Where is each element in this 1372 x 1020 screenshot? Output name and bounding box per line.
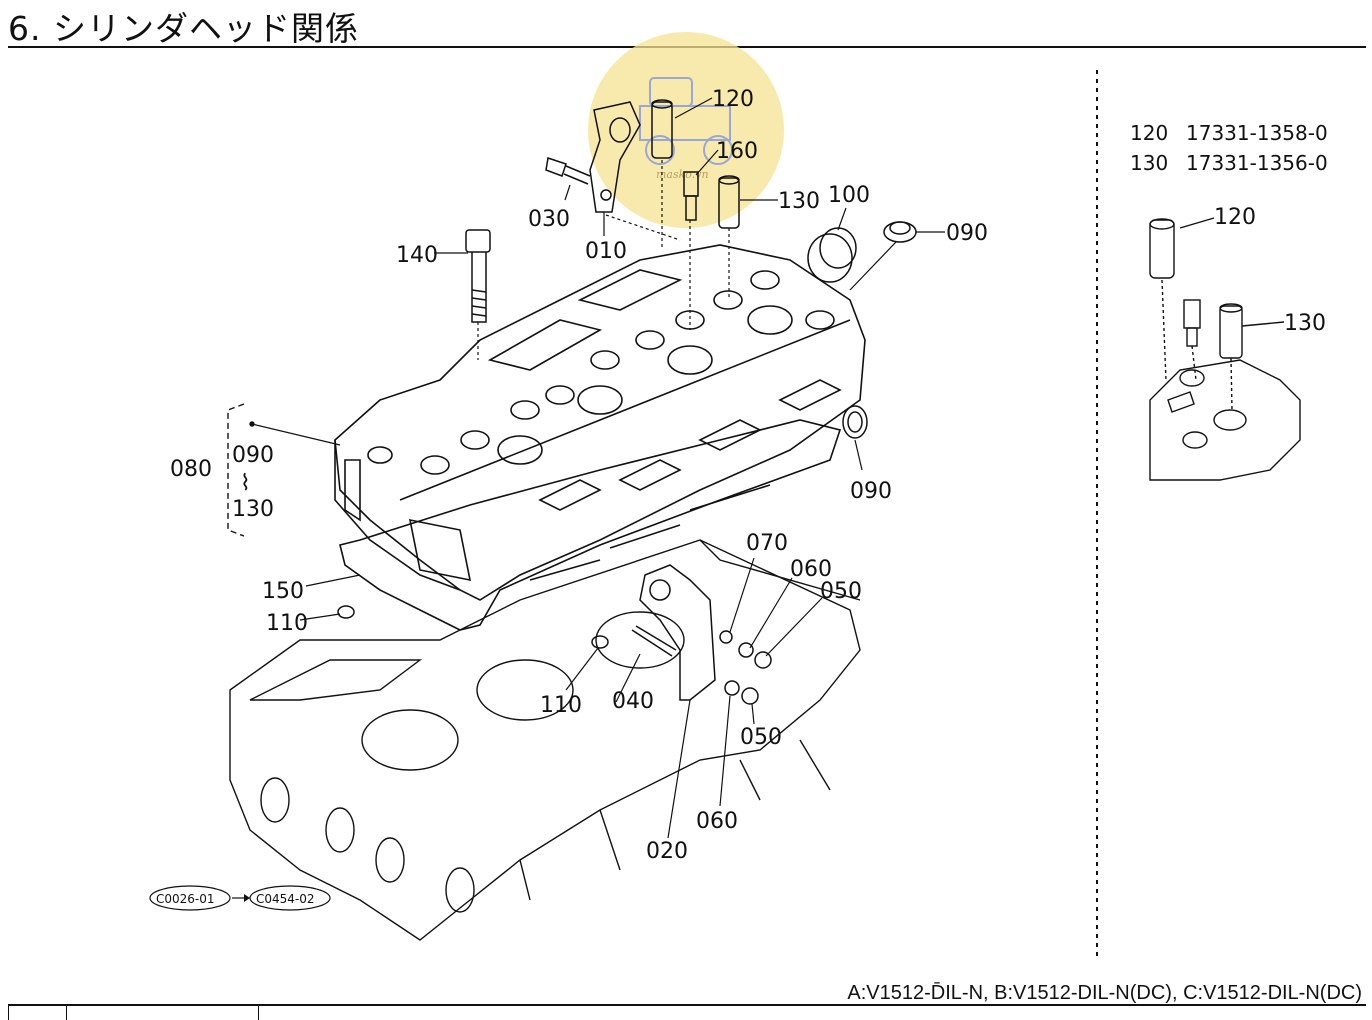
footer-divider [66, 1004, 67, 1020]
callout-150: 150 [262, 579, 304, 604]
part-row: 130 17331-1356-0 [1130, 148, 1328, 178]
detail-callout-120: 120 [1214, 205, 1256, 230]
detail-callout-130: 130 [1284, 311, 1326, 336]
callout-010: 010 [585, 239, 627, 264]
footer-divider [8, 1004, 9, 1020]
part-row-number: 130 [1130, 151, 1169, 175]
leader-lines [251, 97, 945, 839]
callout-040: 040 [612, 689, 654, 714]
part-row-part-number: 17331-1356-0 [1186, 151, 1328, 175]
callout-090-top: 090 [946, 221, 988, 246]
cylinder-head [334, 244, 866, 601]
page-title: 6. シリンダヘッド関係 [8, 9, 359, 48]
detail-inset [1149, 217, 1301, 481]
callout-100: 100 [828, 183, 870, 208]
range-bracket-080 [227, 403, 255, 537]
part-row-part-number: 17331-1358-0 [1186, 121, 1328, 145]
callout-120: 120 [712, 87, 754, 112]
callout-090-right: 090 [850, 479, 892, 504]
callout-060-top: 060 [790, 557, 832, 582]
watermark: masko.vn [588, 32, 784, 228]
reference-chain: C0026-01 C0454-02 [149, 885, 331, 911]
callout-080-range-end: 130 [232, 497, 274, 522]
callout-110-left: 110 [266, 611, 308, 636]
callout-080-range-start: 090 [232, 443, 274, 468]
footer-divider [258, 1004, 259, 1020]
footer-rule [8, 1004, 1366, 1006]
callout-020: 020 [646, 839, 688, 864]
callout-160: 160 [716, 139, 758, 164]
applicable-models: A:V1512-D̄IL-N, B:V1512-DIL-N(DC), C:V15… [847, 982, 1362, 1004]
callout-050-top: 050 [820, 579, 862, 604]
callout-060-bottom: 060 [696, 809, 738, 834]
part-row: 120 17331-1358-0 [1130, 118, 1328, 148]
callout-080-range-symbol: ⌇ [240, 471, 251, 496]
callout-050-bottom: 050 [740, 725, 782, 750]
ref-to: C0454-02 [256, 892, 315, 906]
detail-part-list: 120 17331-1358-0 130 17331-1356-0 [1130, 118, 1328, 178]
callout-130: 130 [778, 189, 820, 214]
engine-block [229, 539, 861, 941]
small-parts [337, 99, 917, 705]
callout-070: 070 [746, 531, 788, 556]
callout-080: 080 [170, 457, 212, 482]
callout-140: 140 [396, 243, 438, 268]
callout-110-center: 110 [540, 693, 582, 718]
part-row-number: 120 [1130, 121, 1169, 145]
ref-from: C0026-01 [156, 892, 215, 906]
callout-030: 030 [528, 207, 570, 232]
head-gasket [339, 419, 842, 631]
